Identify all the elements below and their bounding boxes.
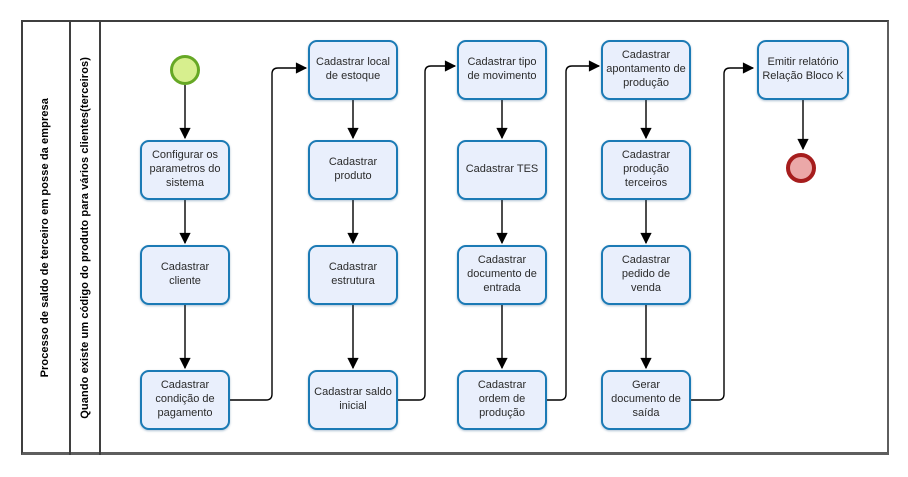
lane-name-band: Quando existe um código do produto para … (71, 20, 101, 455)
task-cadastrar-documento-entrada: Cadastrar documento de entrada (457, 245, 547, 305)
task-cadastrar-condicao-pagamento: Cadastrar condição de pagamento (140, 370, 230, 430)
task-cadastrar-cliente: Cadastrar cliente (140, 245, 230, 305)
task-cadastrar-tes: Cadastrar TES (457, 140, 547, 200)
task-cadastrar-producao-terceiros: Cadastrar produção terceiros (601, 140, 691, 200)
task-cadastrar-ordem-producao: Cadastrar ordem de produção (457, 370, 547, 430)
task-cadastrar-apontamento-producao: Cadastrar apontamento de produção (601, 40, 691, 100)
task-cadastrar-pedido-venda: Cadastrar pedido de venda (601, 245, 691, 305)
lane-label: Quando existe um código do produto para … (79, 56, 91, 419)
task-cadastrar-saldo-inicial: Cadastrar saldo inicial (308, 370, 398, 430)
pool-name-band: Processo de saldo de terceiro em posse d… (21, 20, 71, 455)
task-emitir-relatorio-bloco-k: Emitir relatório Relação Bloco K (757, 40, 849, 100)
task-cadastrar-local-estoque: Cadastrar local de estoque (308, 40, 398, 100)
task-cadastrar-estrutura: Cadastrar estrutura (308, 245, 398, 305)
task-cadastrar-produto: Cadastrar produto (308, 140, 398, 200)
start-event-circle (170, 55, 200, 85)
end-event-circle (786, 153, 816, 183)
task-cadastrar-tipo-movimento: Cadastrar tipo de movimento (457, 40, 547, 100)
task-configurar-parametros: Configurar os parametros do sistema (140, 140, 230, 200)
task-gerar-documento-saida: Gerar documento de saída (601, 370, 691, 430)
pool-label: Processo de saldo de terceiro em posse d… (39, 97, 51, 378)
